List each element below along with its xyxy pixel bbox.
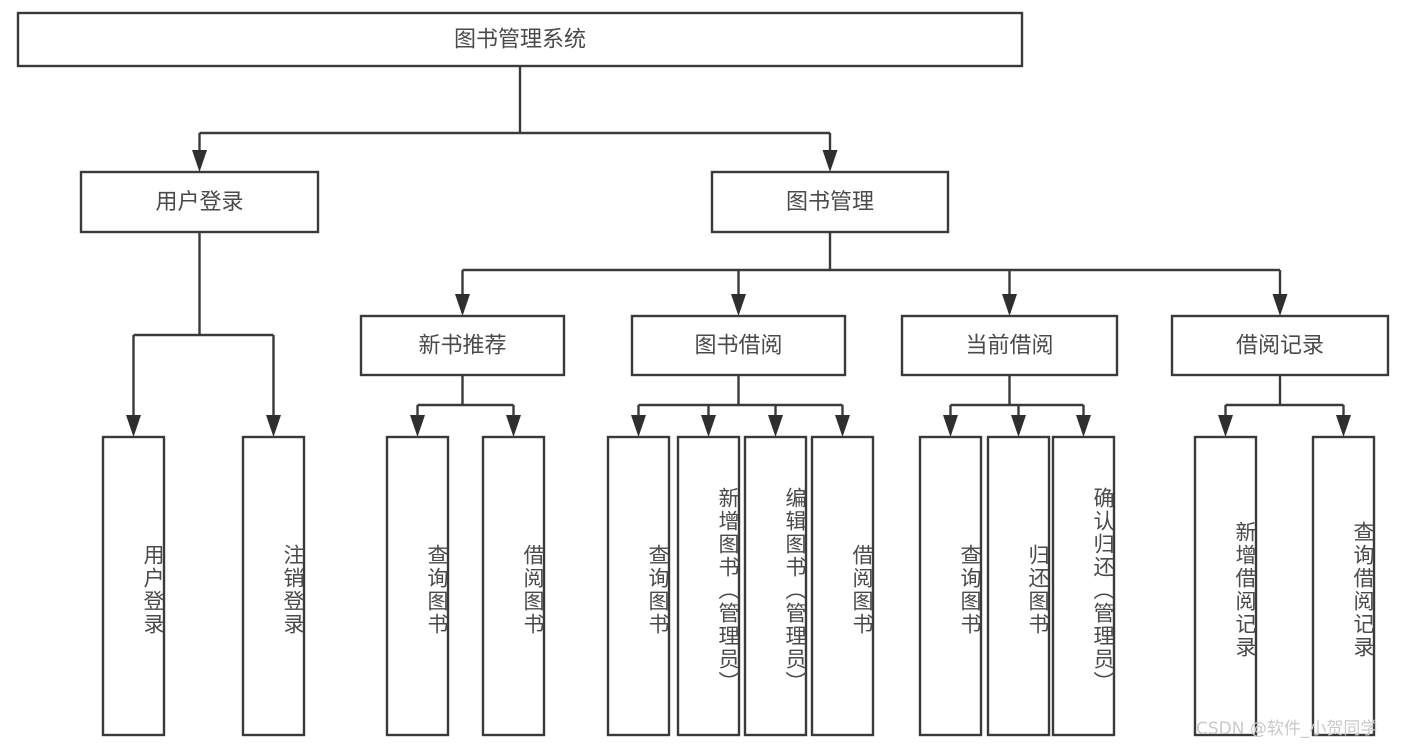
connector-group-book-admin [455, 232, 1288, 316]
arrow-head-icon [1336, 415, 1351, 437]
node-label-current-borrow: 当前借阅 [965, 334, 1053, 359]
node-box-book-admin[interactable] [710, 170, 950, 234]
arrow-head-icon [266, 415, 281, 437]
arrow-head-icon [835, 415, 850, 437]
csdn-watermark: CSDN @软件_小贺同学 [1196, 719, 1378, 739]
arrow-head-icon [506, 415, 521, 437]
arrow-head-icon [455, 294, 470, 316]
node-box-user-login[interactable] [79, 170, 320, 234]
connector-group-book-borrow [631, 375, 850, 437]
node-label-user-login: 用户登录 [155, 190, 243, 215]
node-box-leaf-user-login[interactable] [101, 435, 166, 737]
arrow-head-icon [631, 415, 646, 437]
node-box-leaf-logout[interactable] [241, 435, 306, 737]
arrow-head-icon [1002, 294, 1017, 316]
connector-group-new-book-rec [410, 375, 521, 437]
node-box-new-book-rec[interactable] [359, 314, 566, 377]
node-box-leaf-borrow-book-rec[interactable] [481, 435, 546, 737]
arrow-head-icon [1272, 294, 1288, 316]
connector-group-current-borrow [943, 375, 1091, 437]
node-box-book-borrow[interactable] [630, 314, 847, 377]
arrow-head-icon [701, 415, 716, 437]
arrow-head-icon [822, 150, 838, 172]
connector-group-borrow-record [1218, 375, 1351, 437]
connector-group-user-login [126, 232, 281, 437]
node-box-leaf-query-book-c[interactable] [918, 435, 983, 737]
arrow-head-icon [126, 415, 141, 437]
node-box-leaf-query-book-rec[interactable] [385, 435, 450, 737]
arrow-head-icon [1076, 415, 1091, 437]
node-label-root: 图书管理系统 [454, 28, 586, 53]
node-box-leaf-confirm-return[interactable] [1051, 435, 1116, 737]
arrow-head-icon [1011, 415, 1026, 437]
node-box-leaf-query-book-b[interactable] [606, 435, 671, 737]
node-box-leaf-return-book[interactable] [986, 435, 1051, 737]
connector-group-root [192, 66, 838, 172]
node-box-leaf-edit-book[interactable] [743, 435, 808, 737]
arrow-head-icon [731, 294, 746, 316]
node-label-book-borrow: 图书借阅 [694, 334, 782, 359]
arrow-head-icon [943, 415, 958, 437]
arrow-head-icon [768, 415, 783, 437]
arrow-head-icon [192, 150, 207, 172]
arrow-head-icon [1218, 415, 1233, 437]
arrow-head-icon [410, 415, 425, 437]
node-box-leaf-add-book[interactable] [676, 435, 741, 737]
node-label-borrow-record: 借阅记录 [1236, 334, 1324, 359]
node-box-leaf-add-record[interactable] [1193, 435, 1258, 737]
node-box-root[interactable] [16, 11, 1024, 68]
node-box-current-borrow[interactable] [900, 314, 1119, 377]
node-label-book-admin: 图书管理 [786, 190, 874, 215]
node-label-new-book-rec: 新书推荐 [418, 334, 506, 359]
node-box-borrow-record[interactable] [1170, 314, 1390, 377]
node-box-leaf-borrow-book-b[interactable] [810, 435, 875, 737]
node-box-leaf-query-record[interactable] [1311, 435, 1376, 737]
